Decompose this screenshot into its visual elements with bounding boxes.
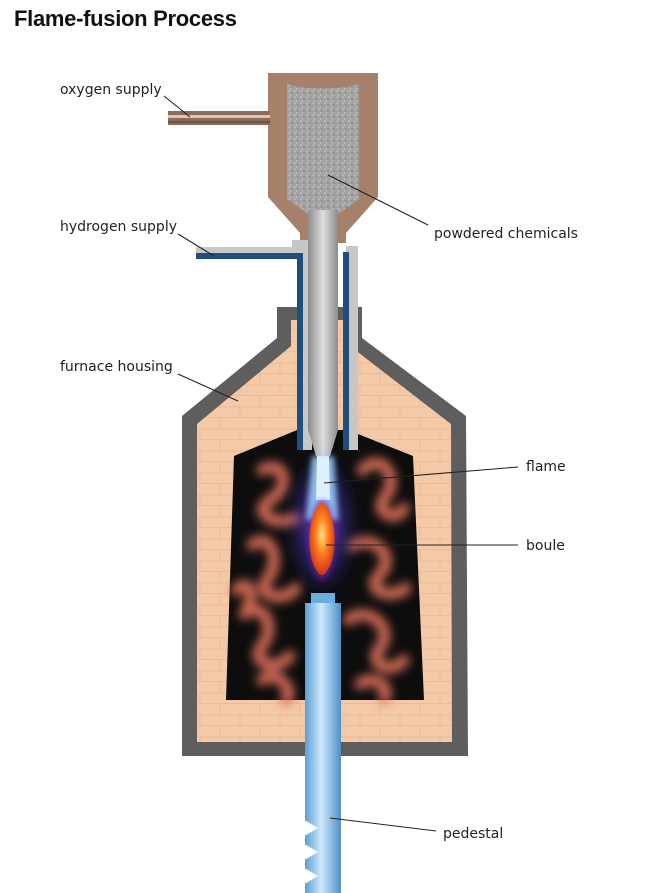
- feed-tube: [308, 210, 338, 456]
- label-pedestal: pedestal: [443, 826, 503, 842]
- label-powdered-chemicals: powdered chemicals: [434, 226, 578, 242]
- label-hydrogen-supply: hydrogen supply: [60, 219, 177, 235]
- pedestal: [304, 593, 341, 893]
- leader-flame: [323, 466, 519, 484]
- powder-reservoir: [287, 84, 359, 214]
- diagram-title: Flame-fusion Process: [14, 6, 237, 31]
- leader-oxygen-supply: [163, 95, 191, 118]
- label-oxygen-supply: oxygen supply: [60, 82, 162, 98]
- leader-hydrogen-supply: [177, 233, 215, 257]
- leader-furnace-housing: [177, 373, 239, 402]
- label-boule: boule: [526, 538, 565, 554]
- boule: [309, 500, 335, 580]
- label-flame: flame: [526, 459, 566, 475]
- oxygen-supply-pipe: [168, 111, 270, 125]
- label-furnace-housing: furnace housing: [60, 359, 173, 375]
- hydrogen-supply-pipe: [196, 240, 358, 450]
- leader-powdered-chemicals: [327, 174, 429, 226]
- leader-pedestal: [329, 817, 437, 832]
